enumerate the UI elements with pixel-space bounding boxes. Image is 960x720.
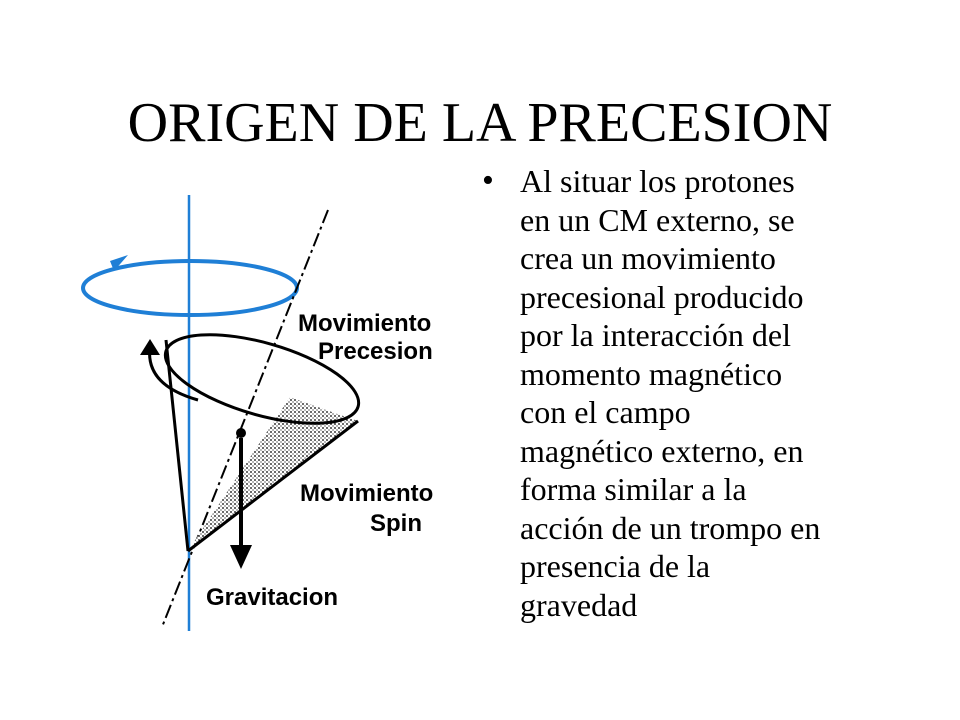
spin-rotation-arrow-icon [140, 339, 160, 355]
cone-outline [164, 339, 359, 553]
bullet-marker: • [482, 162, 494, 199]
label-gravity: Gravitacion [206, 584, 338, 611]
center-of-mass-dot [236, 428, 246, 438]
cone-top-ellipse [163, 333, 361, 425]
label-precession-line2: Precesion [318, 338, 433, 365]
label-spin-line2: Spin [370, 510, 422, 537]
cone-shaded-side [188, 397, 358, 551]
bullet-text: Al situar los protones en un CM externo,… [520, 163, 821, 623]
precession-diagram: Movimiento Precesion Movimiento Spin Gra… [81, 195, 433, 631]
gravity-arrow-icon [230, 545, 252, 569]
precession-orbit-arrow-icon [110, 255, 128, 271]
label-precession-line1: Movimiento [298, 310, 431, 337]
label-spin-line1: Movimiento [300, 480, 433, 507]
slide-title: ORIGEN DE LA PRECESION [127, 92, 833, 154]
